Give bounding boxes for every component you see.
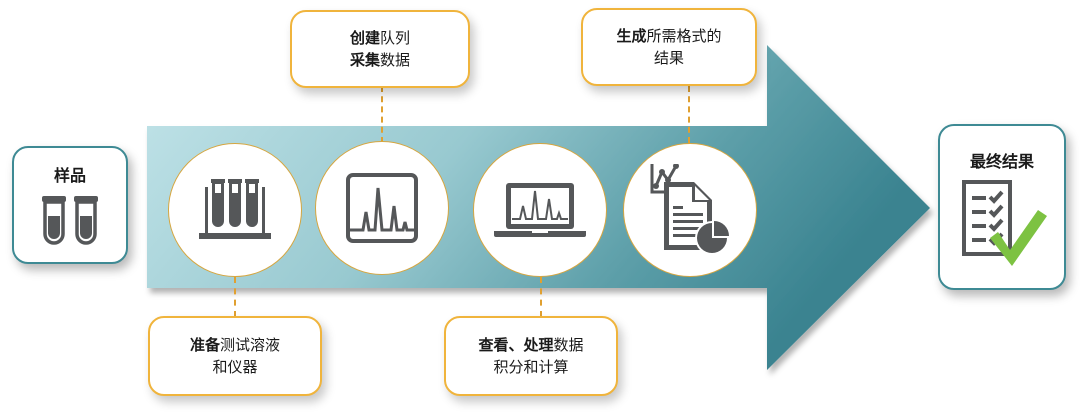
step-4-line-1: 生成所需格式的	[616, 25, 721, 47]
step-2-callout: 创建队列 采集数据	[290, 10, 470, 88]
step-2-circle	[315, 141, 449, 275]
connector-step-2	[381, 86, 383, 143]
step-1-bold-text: 准备	[189, 336, 220, 354]
sample-card-title: 样品	[53, 166, 86, 185]
step-3-line-1: 查看、处理数据	[478, 334, 583, 356]
step-3-circle	[473, 143, 607, 277]
step-4-circle	[623, 143, 757, 277]
step-3-bold-text: 查看、处理	[478, 336, 554, 354]
step-4-bold-text: 生成	[616, 27, 647, 45]
step-3-text: 数据	[553, 336, 584, 354]
sample-vials-icon	[42, 196, 98, 245]
step-2-bold-text-2: 采集	[349, 51, 380, 69]
step-2-bold-text: 创建	[349, 29, 380, 47]
final-result-title: 最终结果	[969, 152, 1034, 171]
step-1-line-2: 和仪器	[212, 358, 258, 376]
step-1-line-1: 准备测试溶液	[190, 334, 280, 356]
step-2-text: 队列	[380, 29, 411, 47]
step-4-line-2: 结果	[653, 49, 684, 67]
step-3-line-2: 积分和计算	[493, 358, 569, 376]
checklist-with-checkmark-icon	[962, 180, 1047, 266]
final-result-card: 最终结果	[938, 124, 1066, 290]
step-3-callout: 查看、处理数据 积分和计算	[444, 316, 618, 396]
step-1-text: 测试溶液	[220, 336, 281, 354]
connector-step-1	[234, 277, 236, 317]
connector-step-3	[540, 277, 542, 317]
laptop-chromatogram-icon	[494, 183, 586, 237]
step-1-circle	[168, 143, 302, 277]
step-4-callout: 生成所需格式的 结果	[581, 8, 757, 86]
step-2-line-2: 采集数据	[350, 49, 410, 71]
step-1-callout: 准备测试溶液 和仪器	[148, 316, 322, 396]
step-2-text-2: 数据	[380, 51, 411, 69]
connector-step-4	[688, 86, 690, 143]
sample-card: 样品	[12, 146, 128, 264]
chromatogram-icon	[346, 173, 418, 243]
report-chart-document-icon	[650, 164, 729, 255]
step-2-line-1: 创建队列	[350, 27, 410, 49]
test-tube-rack-icon	[199, 179, 271, 239]
step-4-text: 所需格式的	[646, 27, 722, 45]
